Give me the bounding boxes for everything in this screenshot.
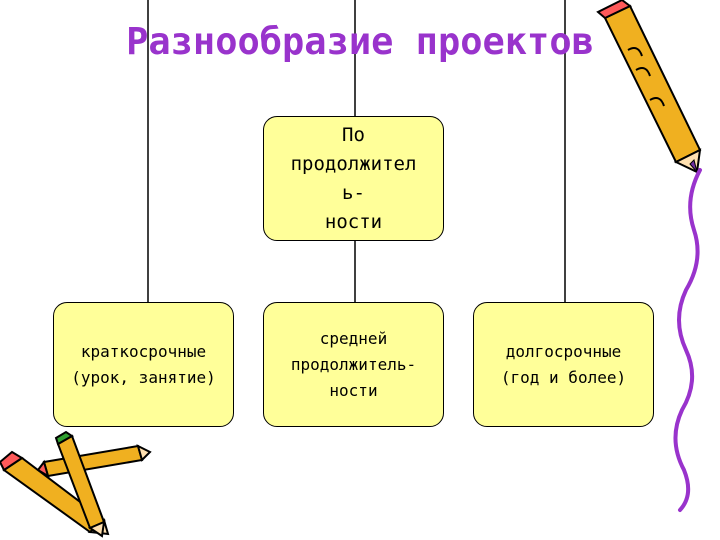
child-node-label: краткосрочные (урок, занятие) <box>71 341 216 387</box>
page-title: Разнообразие проектов <box>126 20 594 63</box>
child-node-label: средней продолжитель- ности <box>290 328 417 400</box>
child-node-label: долгосрочные (год и более) <box>500 341 627 387</box>
wavy-line <box>673 168 702 512</box>
pencil-icon <box>596 0 702 174</box>
pencils-icon <box>0 430 152 538</box>
top-node-label: По продолжител ь- ности <box>290 123 417 233</box>
child-node-medium-term: средней продолжитель- ности <box>263 302 444 427</box>
child-node-long-term: долгосрочные (год и более) <box>473 302 654 427</box>
top-node: По продолжител ь- ности <box>263 116 444 241</box>
child-node-short-term: краткосрочные (урок, занятие) <box>53 302 234 427</box>
